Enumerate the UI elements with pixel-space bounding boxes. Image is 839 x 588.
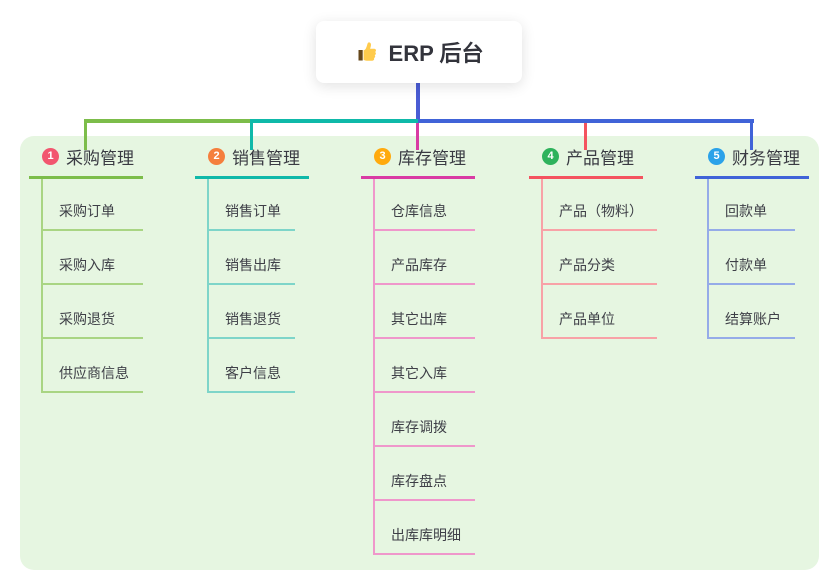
branch-number-badge: 5 [708, 147, 725, 165]
branch-item[interactable]: 销售退货 [209, 285, 295, 339]
branch-item[interactable]: 付款单 [709, 231, 795, 285]
branch-1: 1 采购管理采购订单采购入库采购退货供应商信息 [29, 136, 143, 393]
branch-title[interactable]: 2 销售管理 [195, 136, 309, 179]
branch-3: 3 库存管理仓库信息产品库存其它出库其它入库库存调拨库存盘点出库库明细 [361, 136, 475, 555]
branch-item[interactable]: 客户信息 [209, 339, 295, 393]
branch-number-badge: 1 [42, 147, 59, 165]
branch-item[interactable]: 供应商信息 [43, 339, 143, 393]
connector-drop-5 [750, 119, 753, 150]
branch-item[interactable]: 出库库明细 [375, 501, 475, 555]
branch-items: 销售订单销售出库销售退货客户信息 [207, 179, 295, 393]
branch-items: 仓库信息产品库存其它出库其它入库库存调拨库存盘点出库库明细 [373, 179, 475, 555]
branch-items: 回款单付款单结算账户 [707, 179, 795, 339]
branch-number-badge: 2 [208, 147, 225, 165]
thumbs-up-icon [355, 40, 379, 64]
connector-horizontal-left [86, 119, 255, 123]
branch-item[interactable]: 产品单位 [543, 285, 657, 339]
branch-item[interactable]: 结算账户 [709, 285, 795, 339]
branch-item[interactable]: 其它出库 [375, 285, 475, 339]
branch-items: 采购订单采购入库采购退货供应商信息 [41, 179, 143, 393]
branch-4: 4 产品管理产品（物料）产品分类产品单位 [529, 136, 657, 339]
branch-item[interactable]: 库存盘点 [375, 447, 475, 501]
root-title: ERP 后台 [388, 41, 484, 66]
branch-number-badge: 3 [374, 147, 391, 165]
branch-title-label: 产品管理 [566, 148, 634, 168]
connector-drop-1 [84, 119, 87, 150]
branch-item[interactable]: 采购订单 [43, 179, 143, 231]
connector-horizontal-right [418, 119, 754, 123]
branch-item[interactable]: 库存调拨 [375, 393, 475, 447]
root-node[interactable]: ERP 后台 [316, 21, 522, 83]
branch-2: 2 销售管理销售订单销售出库销售退货客户信息 [195, 136, 309, 393]
branch-title[interactable]: 3 库存管理 [361, 136, 475, 179]
branch-number-badge: 4 [542, 147, 559, 165]
branch-item[interactable]: 产品分类 [543, 231, 657, 285]
branch-items: 产品（物料）产品分类产品单位 [541, 179, 657, 339]
connector-root-stem [416, 83, 420, 121]
branch-title[interactable]: 5 财务管理 [695, 136, 809, 179]
branch-title-label: 销售管理 [232, 148, 300, 168]
branch-title-label: 财务管理 [732, 148, 800, 168]
branch-item[interactable]: 回款单 [709, 179, 795, 231]
branch-item[interactable]: 销售出库 [209, 231, 295, 285]
connector-drop-2 [250, 119, 253, 150]
branch-title-label: 库存管理 [398, 148, 466, 168]
branch-item[interactable]: 仓库信息 [375, 179, 475, 231]
mindmap-panel [20, 136, 819, 570]
branch-title[interactable]: 4 产品管理 [529, 136, 643, 179]
branch-item[interactable]: 采购入库 [43, 231, 143, 285]
branch-item[interactable]: 产品（物料） [543, 179, 657, 231]
branch-item[interactable]: 采购退货 [43, 285, 143, 339]
branch-item[interactable]: 其它入库 [375, 339, 475, 393]
branch-title[interactable]: 1 采购管理 [29, 136, 143, 179]
connector-horizontal-mid [252, 119, 420, 123]
branch-title-label: 采购管理 [66, 148, 134, 168]
connector-drop-4 [584, 123, 587, 150]
branch-5: 5 财务管理回款单付款单结算账户 [695, 136, 809, 339]
branch-item[interactable]: 销售订单 [209, 179, 295, 231]
connector-drop-3 [416, 123, 419, 150]
branch-item[interactable]: 产品库存 [375, 231, 475, 285]
